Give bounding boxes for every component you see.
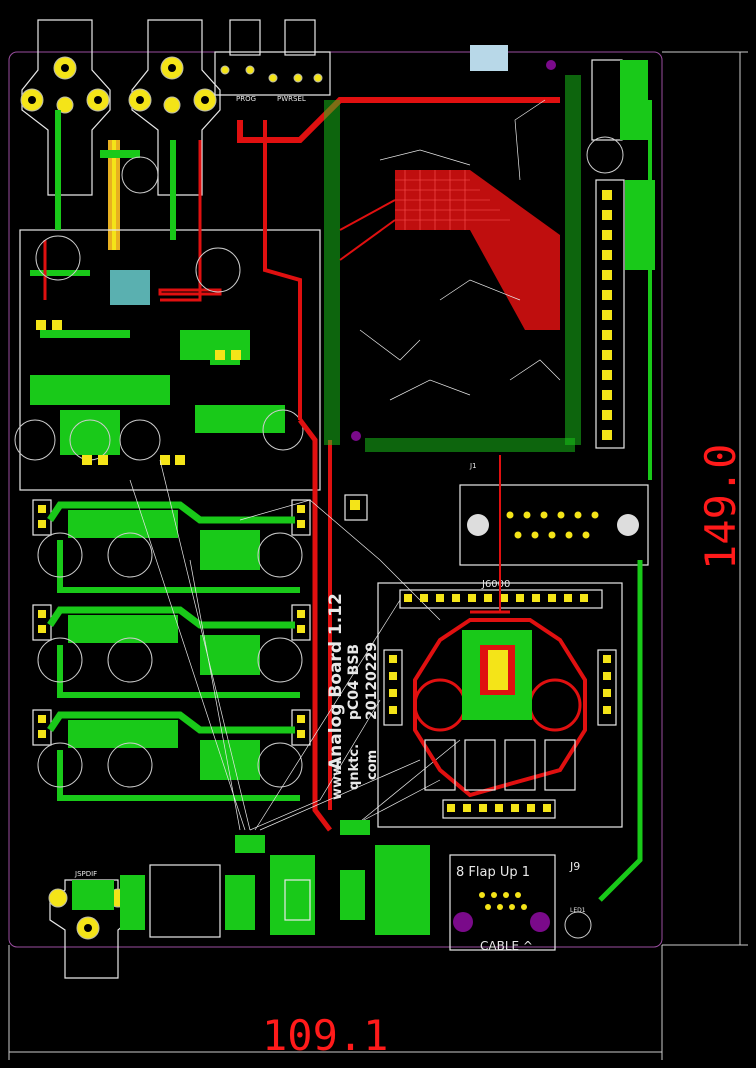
dimension-horizontal: 109.1 [8, 945, 663, 1060]
j6000-top-pins [404, 594, 588, 602]
mcu-header-left [324, 100, 340, 445]
regulator-block-3 [32, 709, 311, 801]
board-title-line2: pC04 BSB [346, 644, 362, 720]
prog-label: PROG [236, 95, 256, 103]
dimension-height-label: 149.0 [696, 444, 745, 570]
right-header-pads [602, 190, 612, 440]
board-url-line3: com [365, 750, 380, 780]
spdif-connector: JSPDIF [48, 870, 131, 979]
mcu-header-bottom [365, 438, 575, 452]
regulator-block-2 [32, 604, 311, 698]
board-url-line2: qnktc. [347, 744, 362, 790]
opamp-row [424, 739, 576, 791]
spdif-label: JSPDIF [74, 870, 97, 878]
j9-connector [449, 854, 556, 951]
regulator-block-1 [32, 499, 311, 593]
left-analog-block [14, 110, 304, 465]
board-outline [8, 51, 663, 948]
j1-label: J1 [469, 462, 477, 470]
board-title-line1: Analog Board 1.12 [326, 593, 346, 770]
board-url-line1: www. [330, 760, 345, 800]
dimension-vertical: 149.0 [662, 51, 748, 946]
pwrsel-label: PWRSEL [277, 95, 306, 103]
rca-jack-right [128, 19, 221, 196]
flap-label: 8 Flap Up 1 [456, 865, 530, 880]
j9-label: J9 [569, 860, 580, 873]
dimension-width-label: 109.1 [262, 1011, 388, 1060]
board-title-line3: 20120229 [364, 642, 380, 720]
led-label: LED1 [570, 907, 586, 914]
j1-connector [459, 484, 649, 566]
mcu-header-right [565, 75, 581, 445]
j6000-label: J6000 [481, 579, 510, 590]
rca-jack-left [20, 19, 111, 196]
cable-label: CABLE ^ [480, 939, 533, 953]
